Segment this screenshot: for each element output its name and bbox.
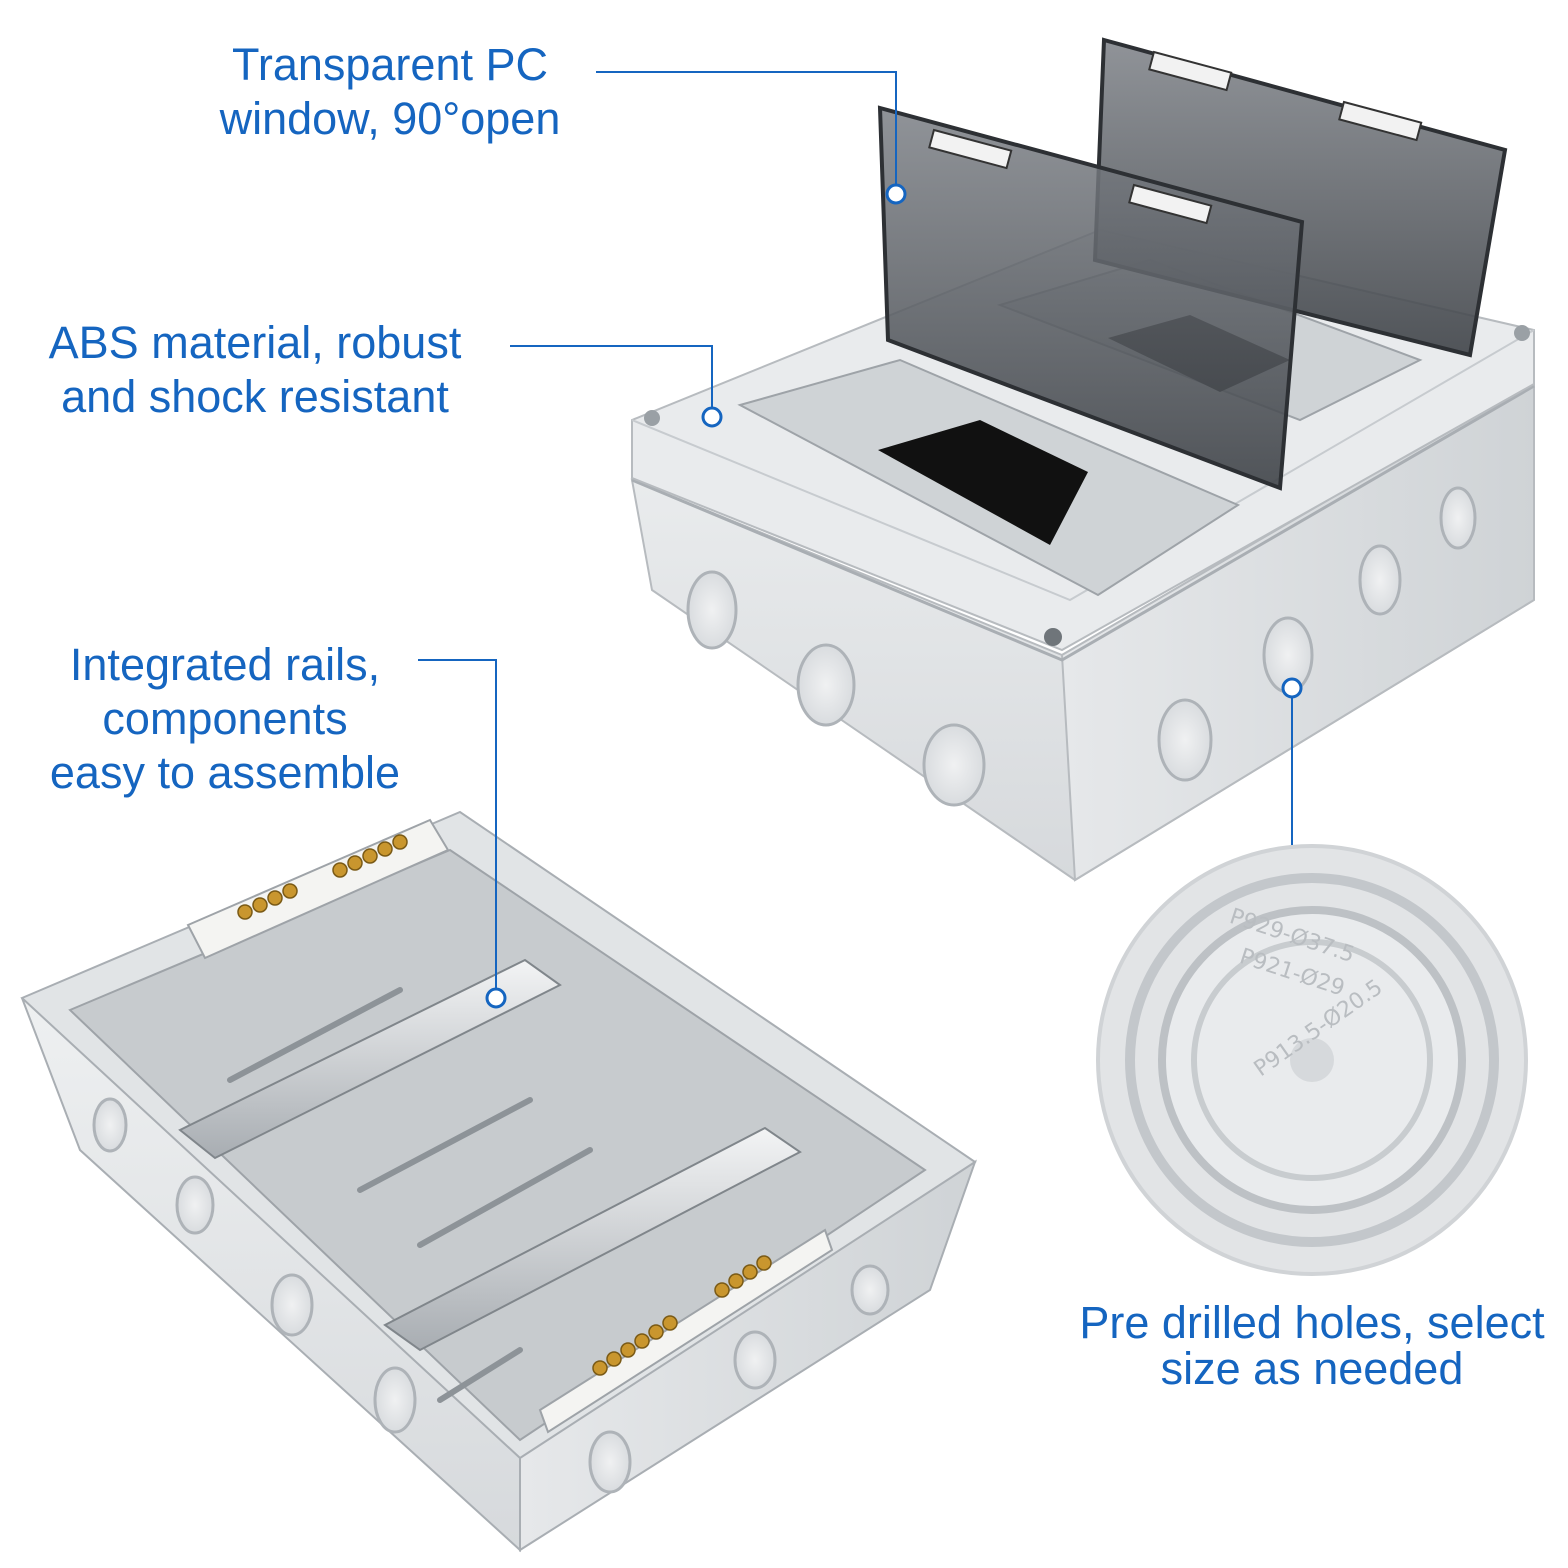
callout-window-line2: window, 90°open — [219, 93, 561, 144]
callout-material: ABS material, robust and shock resistant — [10, 316, 500, 424]
screw-icon — [1044, 628, 1062, 646]
callout-window: Transparent PC window, 90°open — [180, 38, 600, 146]
enclosure-closed — [630, 37, 1535, 882]
callout-rails-line1: Integrated rails, — [69, 639, 381, 690]
screw-icon — [644, 410, 660, 426]
callout-material-line1: ABS material, robust — [48, 317, 462, 368]
callout-holes: Pre drilled holes, select size as needed — [1062, 1300, 1562, 1392]
leader-lines — [418, 71, 1293, 988]
knockout-closeup: P929-Ø37.5 P921-Ø29 P913.5-Ø20.5 — [1096, 844, 1528, 1276]
knockout-holes-base — [92, 1097, 890, 1494]
callout-window-line1: Transparent PC — [232, 39, 548, 90]
callout-rails-line2: components — [102, 693, 348, 744]
callout-rails-line3: easy to assemble — [49, 747, 401, 798]
leader-dots — [485, 183, 1303, 1009]
callout-rails: Integrated rails, components easy to ass… — [20, 638, 430, 800]
enclosure-open-base — [20, 810, 977, 1553]
screw-icon — [1514, 325, 1530, 341]
callout-material-line2: and shock resistant — [61, 371, 449, 422]
knockout-holes-front — [686, 570, 986, 807]
din-rail-upper — [178, 958, 562, 1160]
terminal-block-top — [186, 818, 450, 960]
terminal-block-bottom — [538, 1228, 834, 1434]
din-rail-lower — [383, 1126, 802, 1352]
knockout-holes-side — [1157, 486, 1477, 782]
callout-holes-line2: size as needed — [1160, 1343, 1464, 1394]
callout-holes-line1: Pre drilled holes, select — [1079, 1297, 1545, 1348]
